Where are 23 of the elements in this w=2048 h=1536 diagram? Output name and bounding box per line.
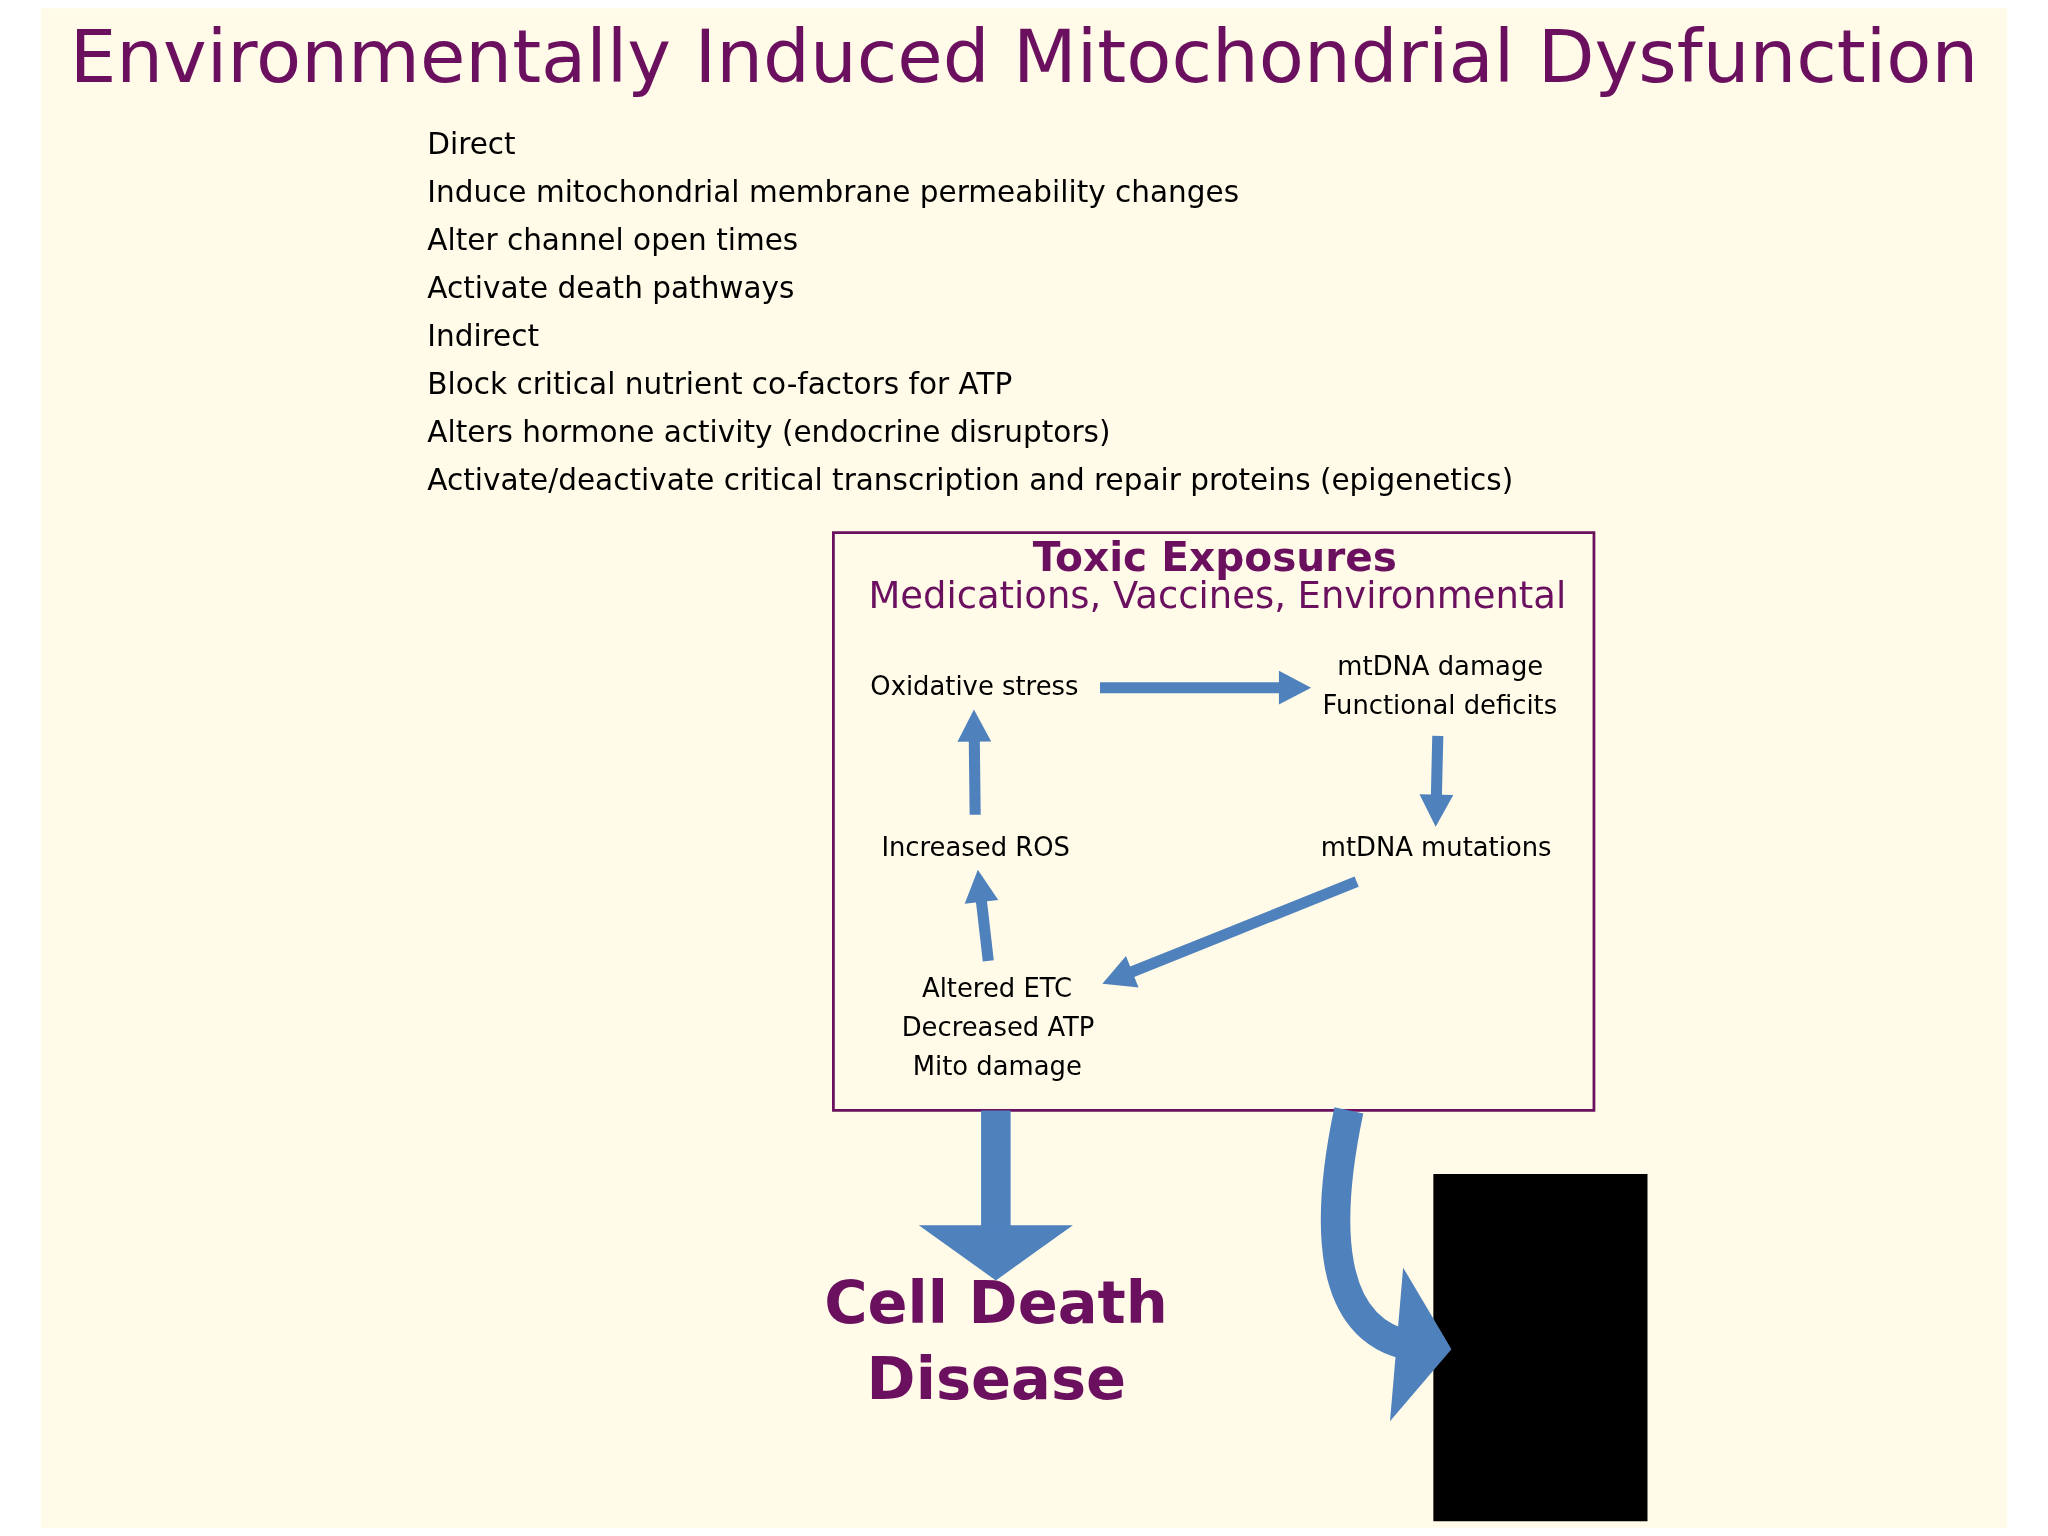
node-text: mtDNA damage Functional deficits: [1322, 651, 1558, 720]
node-text: Cell Death Disease: [824, 1267, 1168, 1413]
arrow: [957, 709, 992, 815]
diagram-title: Environmentally Induced Mitochondrial Dysfunction: [69, 13, 1979, 100]
label: Activate/deactivate critical transcription and repair proteins (epigenetics): [427, 462, 1514, 497]
node-text: Oxidative stress: [870, 671, 1079, 702]
node-text: Altered ETC Decreased ATP Mito damage: [901, 973, 1095, 1081]
label: Indirect: [427, 318, 540, 353]
arrow: [918, 1110, 1073, 1281]
label: Alter channel open times: [427, 222, 799, 257]
arrow: [1320, 1107, 1452, 1422]
arrow: [1100, 670, 1312, 705]
label: Activate death pathways: [427, 270, 795, 305]
arrow: [964, 869, 999, 962]
node-text: mtDNA mutations: [1320, 832, 1552, 863]
arrow: [1419, 735, 1454, 827]
label: Direct: [427, 126, 516, 161]
node-person: [1433, 1174, 1648, 1522]
arrow: [1102, 876, 1359, 988]
label: Alters hormone activity (endocrine disruptors): [427, 414, 1111, 449]
node-text: Increased ROS: [881, 832, 1070, 863]
label: Induce mitochondrial membrane permeability changes: [427, 174, 1240, 209]
label: Block critical nutrient co-factors for ATP: [427, 366, 1013, 401]
